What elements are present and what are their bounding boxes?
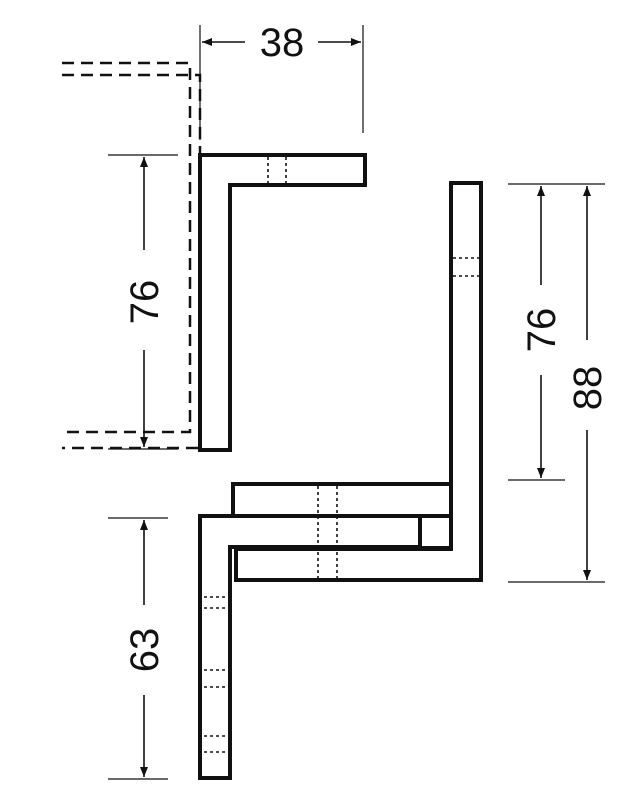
dimension-right-total-height: 88 — [566, 186, 610, 580]
middle-bracket-spacer — [418, 514, 453, 550]
right-inner-height-label: 76 — [520, 308, 564, 353]
lower-l-bracket — [198, 514, 422, 780]
dashed-mounting-outline — [62, 61, 202, 450]
dashed-outline-inner — [62, 73, 202, 450]
dimension-top-width: 38 — [199, 21, 364, 140]
dimension-right-inner-height: 76 — [508, 183, 605, 583]
dimension-upper-height: 76 — [108, 154, 178, 450]
lower-height-label: 63 — [123, 628, 167, 673]
top-width-label: 38 — [260, 21, 305, 65]
upper-l-bracket — [198, 153, 367, 452]
dimension-lower-height: 63 — [108, 517, 168, 780]
upper-bracket-body — [198, 153, 367, 452]
dashed-outline-outer — [62, 61, 192, 434]
upper-height-label: 76 — [123, 280, 167, 325]
right-total-height-label: 88 — [566, 366, 610, 411]
